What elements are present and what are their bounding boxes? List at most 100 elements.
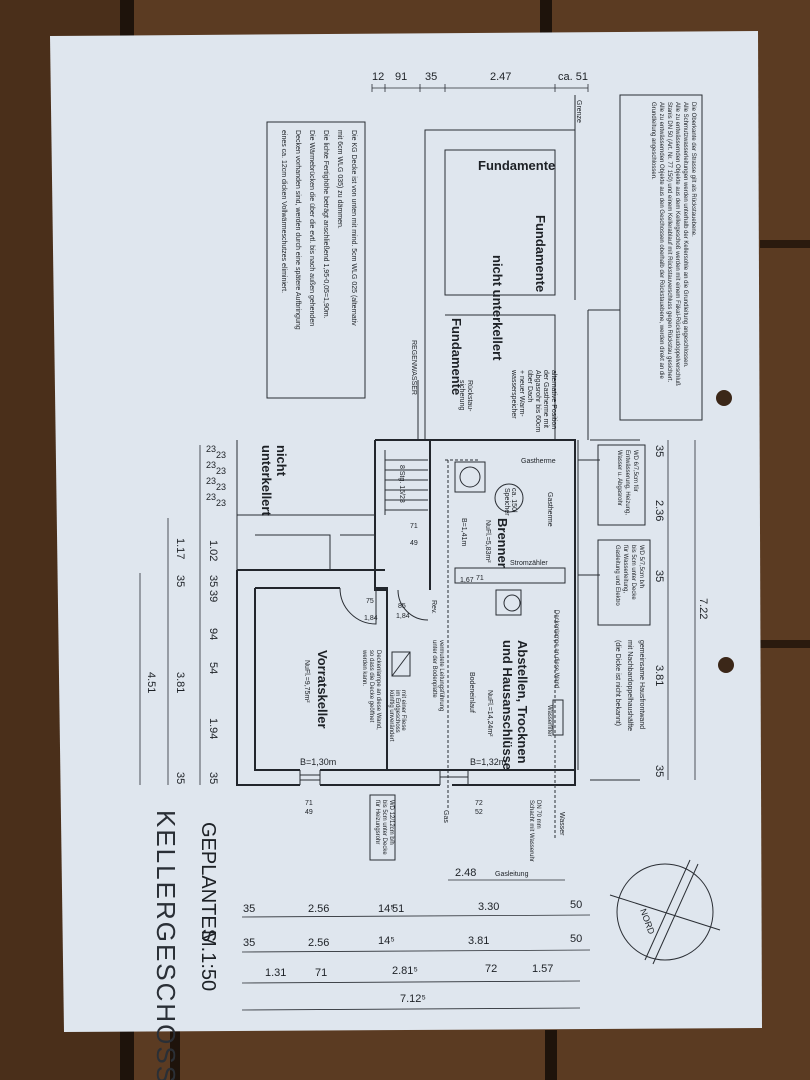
- plan-text: 72: [475, 800, 483, 807]
- room-brenner: Brenner: [495, 518, 510, 568]
- plan-text: wasserspeicher: [510, 369, 517, 419]
- plan-text: über Dach: [526, 370, 533, 402]
- plan-text: Decken vorhanden sind, werden durch eine…: [294, 130, 301, 330]
- plan-text: 35: [243, 937, 255, 949]
- width-label: B=1,41m: [460, 518, 467, 546]
- room-vorratskeller: Vorratskeller: [315, 650, 330, 729]
- plan-text: Die Oberkante der Strasse gilt als Rücks…: [690, 102, 696, 237]
- plan-text: 1.31: [265, 967, 286, 979]
- plan-text: Gasleitung und Elektro: [614, 545, 620, 606]
- plan-text: WD 6/7,5cm für: [632, 450, 638, 492]
- plan-text: künftig unverändert: [388, 690, 394, 742]
- plan-text: Die Wärmebrücken die über die evtl. bis …: [308, 130, 315, 326]
- plan-text: vermutete Leitungsführung: [438, 640, 444, 711]
- plan-text: unterkellert: [259, 445, 274, 516]
- plan-text: 14⁵: [378, 903, 395, 915]
- plan-text: + neuer Warm-: [518, 370, 525, 417]
- plan-text: nicht: [274, 445, 289, 477]
- plan-text: Alle zu entwässernden Objekte aus dem Ke…: [674, 102, 680, 386]
- stairs-label: 8 Stg. 16/23: [398, 465, 405, 503]
- plan-text: 23: [216, 450, 226, 460]
- bodeneinlauf-label: Bodeneinlauf: [468, 672, 475, 713]
- punch-hole: [716, 390, 732, 406]
- plan-text: 35: [207, 575, 219, 587]
- plan-text: Abgasrohr bis 60cm: [534, 370, 541, 432]
- room-abstellen: und Hausanschlüsse: [500, 640, 515, 770]
- plan-text: 71: [315, 967, 327, 979]
- plan-text: mit einer Fliese: [400, 690, 406, 731]
- plan-text: 2.56: [308, 937, 329, 949]
- punch-hole: [718, 657, 734, 673]
- plan-text: 35: [174, 575, 186, 587]
- plan-text: Rev.: [430, 600, 437, 614]
- plan-text: Wasserfilter: [546, 705, 552, 736]
- plan-text: WD 5/7,5cm b/h: [638, 545, 644, 588]
- plan-text: 23: [216, 466, 226, 476]
- plan-text: 85: [398, 603, 406, 610]
- bottom-dimensions: 2.48 Gasleitung 35 2.56 14⁵ 51 3.30 50 3…: [241, 867, 591, 1011]
- plan-text: Die lichte Fertighöhe beträgt anschließe…: [322, 130, 329, 319]
- speicher-label: Speicher: [503, 488, 510, 516]
- room-area: NuFl.=5,83m²: [484, 520, 491, 563]
- plan-text: 35: [174, 772, 186, 784]
- room-area: NuFl.=14,24m²: [486, 690, 493, 737]
- plan-text: 1,67: [460, 577, 474, 584]
- paper-sheet: [50, 31, 762, 1032]
- plan-text: 7.22: [697, 598, 709, 619]
- plan-text: 1.02: [207, 540, 219, 561]
- stromzaehler-label: Stromzähler: [510, 560, 548, 567]
- right-dimensions: 35 2.36 35 3.81 35 7.22: [653, 440, 709, 780]
- dim-label: 91: [395, 71, 407, 83]
- plan-text: 3.30: [478, 901, 499, 913]
- plan-text: 75: [366, 598, 374, 605]
- dim-label: ca. 51: [558, 71, 588, 83]
- room-labels: Gastherme Gastherme ca. 150l Speicher Br…: [259, 445, 565, 862]
- plan-text: (die Dicke ist nicht bekannt): [614, 640, 621, 726]
- nicht-unterkellert-label: nicht unterkellert: [490, 255, 505, 361]
- width-label: B=1,30m: [300, 757, 336, 767]
- plan-text: Deckenlampe an diese Wand: [553, 610, 559, 688]
- plan-text: für Wasserleitung,: [622, 545, 628, 593]
- dim-label: 35: [425, 71, 437, 83]
- regenwasser-label: REGENWASSER: [410, 340, 417, 395]
- plan-text: werden kann.: [361, 649, 367, 686]
- plan-text: 1,84: [364, 615, 378, 622]
- speicher-label: ca. 150l: [510, 488, 517, 513]
- plan-text: Alle Schmutzwasserleitungen werden unter…: [682, 102, 688, 368]
- plan-text: 4.51: [145, 672, 157, 693]
- plan-text: 3.81: [468, 935, 489, 947]
- plan-text: 39: [207, 590, 219, 602]
- plan-text: unter der Bodenplatte: [431, 640, 437, 698]
- plan-text: 7.12⁵: [400, 993, 426, 1005]
- dim-label: 2.47: [490, 71, 511, 83]
- plan-text: 52: [475, 809, 483, 816]
- plan-text: 3.81: [653, 665, 665, 686]
- plan-text: 23: [206, 476, 216, 486]
- plan-text: 71: [410, 523, 418, 530]
- top-dimensions: 12 91 35 2.47 ca. 51: [371, 71, 589, 92]
- gastherme-label: Gastherme: [546, 492, 553, 527]
- plan-text: DN 70 mm: [535, 800, 541, 829]
- gas-label: Gas: [442, 810, 449, 823]
- plan-text: im Erdgeschoss: [394, 690, 400, 733]
- plan-text: 35: [653, 765, 665, 777]
- plan-text: 14⁵: [378, 935, 395, 947]
- plan-text: Deckenlampe an diese Wand,: [375, 650, 381, 730]
- plan-text: Schacht mit Wasseruhr: [528, 800, 534, 862]
- plan-text: 2.36: [653, 500, 665, 521]
- plan-text: 23: [206, 444, 216, 454]
- plan-text: bis 5cm unter Decke: [630, 545, 636, 600]
- gastherme-label: Gastherme: [521, 458, 556, 465]
- floor-plan-walls: [236, 439, 640, 840]
- plan-text: 1.94: [207, 718, 219, 739]
- plan-text: Gasleitung: [495, 871, 529, 878]
- plan-text: 2.81⁵: [392, 965, 418, 977]
- plan-text: 50: [570, 899, 582, 911]
- plan-text: 35: [653, 570, 665, 582]
- drawing-title: GEPLANTES M.1:50 KELLERGESCHOSS: [151, 810, 219, 1080]
- plan-text: 51: [392, 903, 404, 915]
- plan-text: 23: [206, 492, 216, 502]
- plan-text: 49: [410, 540, 418, 547]
- plan-text: Alle zu entwässernden Objekte aus den Ge…: [658, 102, 664, 380]
